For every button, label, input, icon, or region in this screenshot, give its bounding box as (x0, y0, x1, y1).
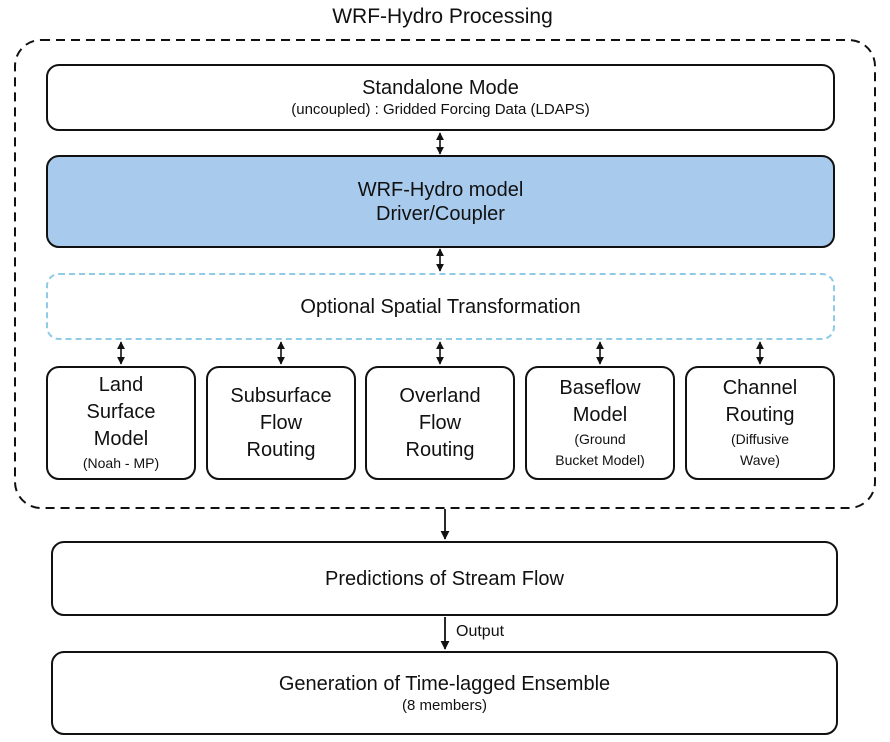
standalone-title: Standalone Mode (362, 77, 519, 99)
module-2-line-2: Flow (259, 411, 303, 434)
module-1-line-3: Model (93, 428, 149, 450)
module-baseflow-model: Baseflow Model (Ground Bucket Model) (525, 366, 675, 480)
module-channel-routing: Channel Routing (Diffusive Wave) (685, 366, 835, 480)
diagram-title-text: WRF-Hydro Processing (332, 5, 553, 28)
standalone-mode-box: Standalone Mode (uncoupled) : Gridded Fo… (46, 64, 835, 131)
spatial-transformation-box: Optional Spatial Transformation (46, 273, 835, 340)
module-subsurface-flow-routing: Subsurface Flow Routing (206, 366, 356, 480)
driver-coupler-box: WRF-Hydro model Driver/Coupler (46, 155, 835, 248)
module-5-note-2: Wave) (740, 452, 780, 468)
driver-line-1: WRF-Hydro model (357, 178, 524, 201)
module-3-line-2: Flow (418, 411, 462, 434)
module-4-line-2: Model (572, 404, 628, 426)
output-label: Output (456, 623, 505, 640)
predictions-label: Predictions of Stream Flow (325, 567, 564, 590)
ensemble-title: Generation of Time-lagged Ensemble (278, 672, 611, 695)
module-4-note-1: (Ground (574, 431, 626, 447)
module-4-note-2: Bucket Model) (555, 452, 645, 468)
spatial-label: Optional Spatial Transformation (300, 295, 581, 318)
diagram-title: WRF-Hydro Processing (0, 4, 885, 30)
module-3-line-3: Routing (405, 438, 475, 461)
module-1-note: (Noah - MP) (82, 455, 160, 471)
module-2-line-3: Routing (246, 438, 316, 461)
module-2-line-1: Subsurface (230, 384, 332, 407)
module-1-line-1: Land (98, 374, 144, 396)
module-3-line-1: Overland (399, 384, 481, 407)
module-5-line-1: Channel (722, 377, 798, 399)
module-5-line-2: Routing (725, 404, 795, 426)
standalone-subtitle: (uncoupled) : Gridded Forcing Data (LDAP… (291, 101, 590, 118)
driver-line-2: Driver/Coupler (376, 202, 505, 225)
predictions-box: Predictions of Stream Flow (51, 541, 838, 616)
processing-frame (14, 39, 876, 509)
module-1-line-2: Surface (86, 401, 156, 423)
ensemble-subtitle: (8 members) (401, 696, 487, 714)
module-5-note-1: (Diffusive (730, 431, 790, 447)
module-land-surface-model: Land Surface Model (Noah - MP) (46, 366, 196, 480)
module-overland-flow-routing: Overland Flow Routing (365, 366, 515, 480)
module-4-line-1: Baseflow (559, 377, 641, 399)
ensemble-box: Generation of Time-lagged Ensemble (8 me… (51, 651, 838, 735)
